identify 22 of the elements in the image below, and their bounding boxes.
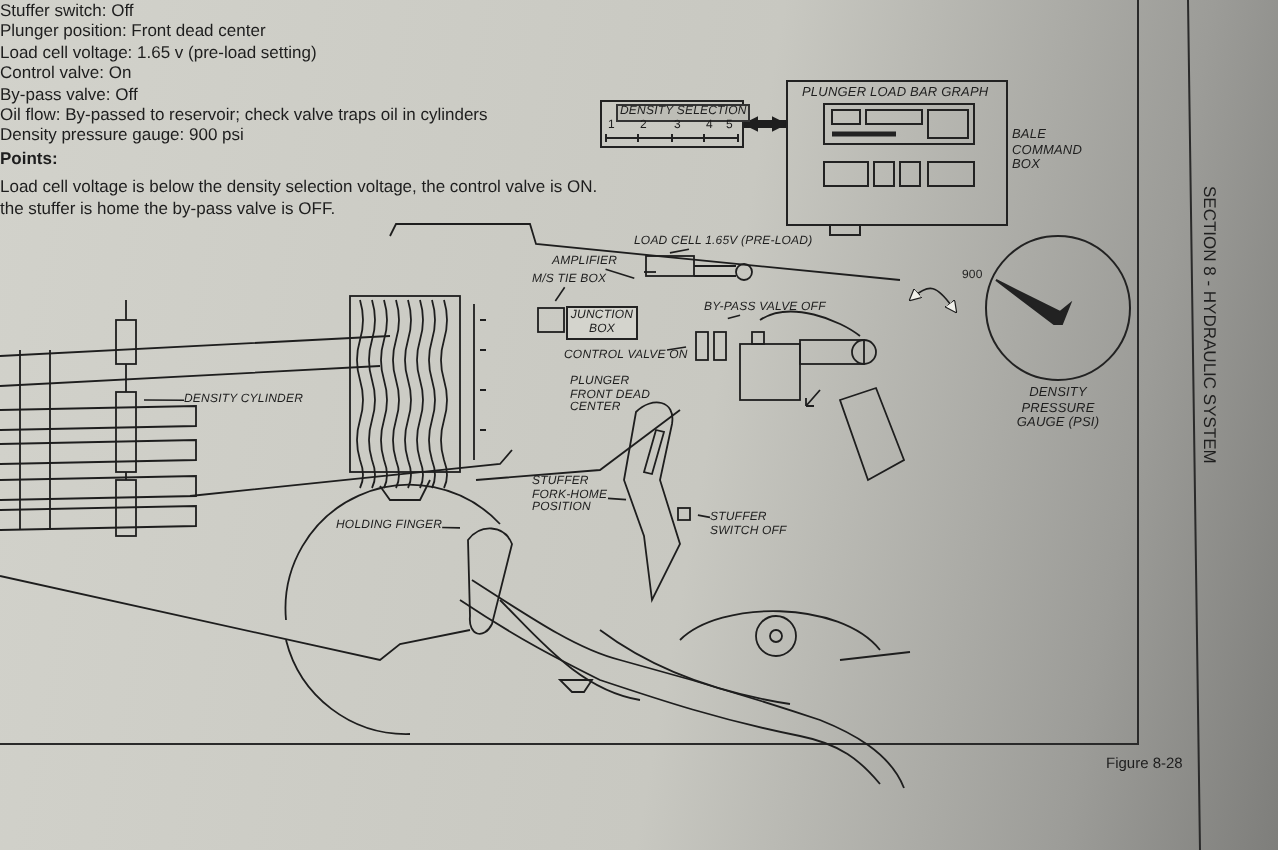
leader-line xyxy=(604,268,636,279)
text-line: the stuffer is home the by-pass valve is OFF. xyxy=(0,198,336,218)
text-line: Load cell voltage: 1.65 v (pre-load setting) xyxy=(0,42,317,62)
leader-line xyxy=(669,248,690,254)
arrow xyxy=(742,116,788,132)
text-line: Plunger position: Front dead center xyxy=(0,20,266,40)
arrow xyxy=(908,287,958,314)
leader-line xyxy=(727,314,741,320)
text-line: By-pass valve: Off xyxy=(0,84,138,104)
leader-line xyxy=(441,526,461,529)
text-line: Load cell voltage is below the density selection voltage, the control valve is ON. xyxy=(0,176,598,196)
section-header: SECTION 8 - HYDRAULIC SYSTEM xyxy=(1200,186,1220,464)
leader-line xyxy=(697,514,711,519)
text-line: Density pressure gauge: 900 psi xyxy=(0,124,244,144)
leader-line xyxy=(607,497,627,501)
text-line: Control valve: On xyxy=(0,62,132,82)
text-line: Stuffer switch: Off xyxy=(0,0,134,20)
section-heading: Points: xyxy=(0,148,58,168)
leader-line xyxy=(666,346,687,351)
leader-line xyxy=(554,286,566,302)
leader-line xyxy=(143,399,185,402)
text-line: Oil flow: By-passed to reservoir; check valve traps oil in cylinders xyxy=(0,104,488,124)
